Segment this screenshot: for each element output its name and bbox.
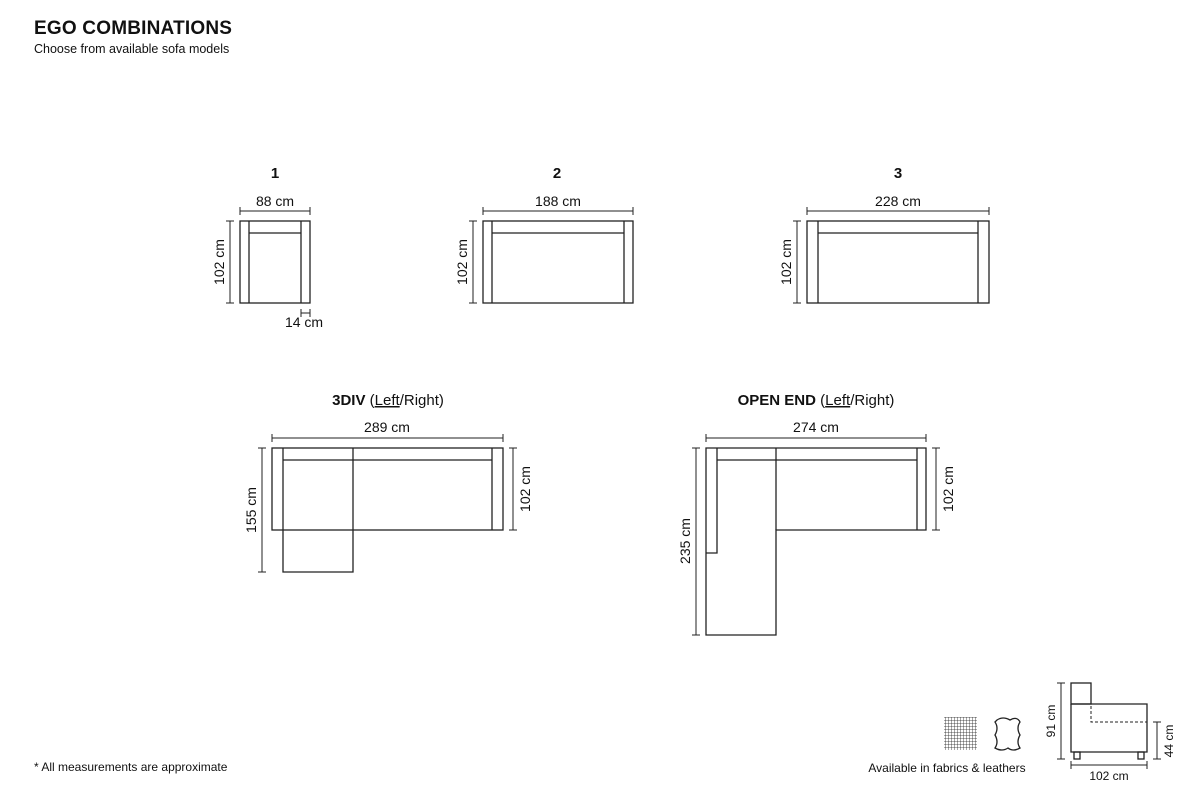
model-1-sofa-plan [239,220,311,304]
materials-caption: Available in fabrics & leathers [868,761,1025,775]
model-3-title: 3 [894,165,902,182]
model-1-depth-dimension: 102 cm [211,220,234,304]
model-3-sofa-plan [806,220,990,304]
footnote: * All measurements are approximate [34,760,228,774]
side-view-seat-height-label: 44 cm [1162,725,1176,758]
side-view-sofa [1070,682,1148,760]
side-view: 91 cm 44 cm 102 cm [1044,682,1176,783]
model-3div-width-label: 289 cm [364,419,410,435]
model-1: 1 88 cm 102 cm 14 cm [211,165,323,330]
model-3div-title: 3DIV (Left/Right) [332,392,444,409]
model-3div-sofa-plan [271,447,504,573]
model-3div-left-option[interactable]: Left [375,392,401,409]
model-2-width-dimension: 188 cm [482,193,634,215]
model-3div-name: 3DIV [332,392,365,409]
side-view-height-label: 91 cm [1044,705,1058,738]
model-2-depth-dimension: 102 cm [454,220,477,304]
model-open-end-left-depth-label: 235 cm [677,518,693,564]
model-3-depth-dimension: 102 cm [778,220,801,304]
model-3-width-dimension: 228 cm [806,193,990,215]
model-2-width-label: 188 cm [535,193,581,209]
side-view-depth-label: 102 cm [1089,769,1128,783]
model-open-end-name: OPEN END [738,392,817,409]
side-view-height-dimension: 91 cm [1044,682,1065,760]
model-3-width-label: 228 cm [875,193,921,209]
model-open-end: OPEN END (Left/Right) 274 cm 235 cm 102 … [677,392,956,636]
model-open-end-right-depth-label: 102 cm [940,466,956,512]
model-open-end-sofa-plan [705,447,927,636]
model-1-title: 1 [271,165,279,182]
model-2: 2 188 cm 102 cm [454,165,634,304]
side-view-seat-height-dimension: 44 cm [1153,721,1176,760]
model-3div-right-option[interactable]: /Right) [400,392,444,409]
model-open-end-right-option[interactable]: /Right) [850,392,894,409]
model-3-depth-label: 102 cm [778,239,794,285]
model-open-end-width-label: 274 cm [793,419,839,435]
model-open-end-title: OPEN END (Left/Right) [738,392,895,409]
page-title: EGO COMBINATIONS [34,18,233,39]
model-3: 3 228 cm 102 cm [778,165,990,304]
model-1-width-dimension: 88 cm [239,193,311,215]
model-open-end-paren: ( [816,392,825,409]
side-view-depth-dimension: 102 cm [1070,761,1148,783]
materials: Available in fabrics & leathers [868,717,1026,775]
model-3div: 3DIV (Left/Right) 289 cm 155 cm 102 cm [243,392,533,573]
model-1-depth-label: 102 cm [211,239,227,285]
leather-hide-icon [994,717,1021,751]
model-3div-paren: ( [365,392,374,409]
model-1-arm-dimension: 14 cm [285,309,323,330]
model-3div-right-depth-dimension: 102 cm [509,447,533,531]
fabric-weave-icon [944,717,977,750]
model-2-title: 2 [553,165,561,182]
model-3div-left-depth-label: 155 cm [243,487,259,533]
header: EGO COMBINATIONS Choose from available s… [34,18,232,56]
page-subtitle: Choose from available sofa models [34,42,230,56]
model-3div-left-depth-dimension: 155 cm [243,447,266,573]
model-2-sofa-plan [482,220,634,304]
model-3div-width-dimension: 289 cm [271,419,504,442]
model-1-arm-label: 14 cm [285,314,323,330]
model-open-end-right-depth-dimension: 102 cm [932,447,956,531]
model-2-depth-label: 102 cm [454,239,470,285]
model-3div-right-depth-label: 102 cm [517,466,533,512]
model-open-end-width-dimension: 274 cm [705,419,927,442]
model-open-end-left-depth-dimension: 235 cm [677,447,700,636]
model-open-end-left-option[interactable]: Left [825,392,851,409]
model-1-width-label: 88 cm [256,193,294,209]
